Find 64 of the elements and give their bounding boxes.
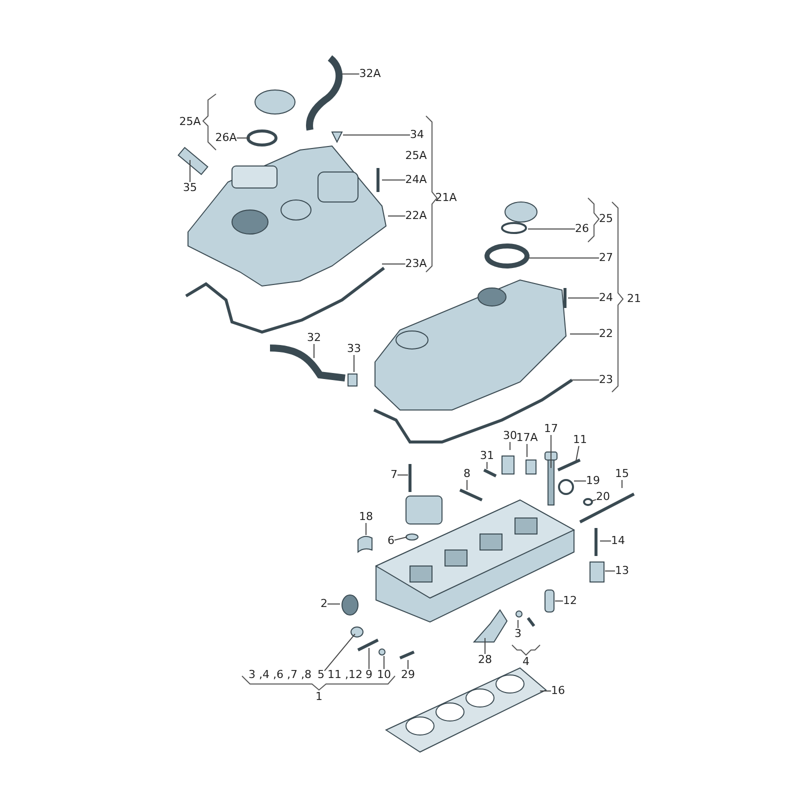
callout-number: 2 [320,598,328,610]
callout-number: 15 [615,468,629,480]
callout-number: 21 [627,293,641,305]
callout-number: 11 [573,434,587,446]
callout-number: 25A [405,150,427,162]
leader-line [324,634,356,672]
callout-number: 27 [599,252,613,264]
callout-number: 23 [599,374,613,386]
callout-number: 25A [179,116,201,128]
callout-number: 13 [615,565,629,577]
callout-number: 19 [586,475,600,487]
leader-line [466,480,468,490]
leader-line [540,690,552,692]
callout-number: 4 [522,656,530,668]
leader-line [592,499,596,502]
callout-number: 5 [318,669,324,681]
leader-line [394,536,408,541]
callout-number: 8 [464,468,470,480]
callout-number: 6 [388,535,394,547]
callout-number: 16 [551,685,565,697]
callout-number: 11 ,12 [328,669,362,681]
callout-number: 18 [359,511,373,523]
callout-number: 22 [599,328,613,340]
leader-line [528,228,576,230]
callout-number: 25 [599,213,613,225]
leader-line [526,444,528,458]
leader-line [484,638,486,654]
callout-number: 10 [377,669,391,681]
leader-line [604,570,616,572]
callout-number: 7 [390,469,398,481]
callout-number: 23A [405,258,427,270]
leader-line [600,540,612,542]
callout-number: 14 [611,535,625,547]
leader-line [342,134,410,136]
callout-number: 22A [405,210,427,222]
leader-line [397,474,408,476]
callout-number: 33 [347,343,361,355]
callout-number: 31 [480,450,494,462]
callout-number: 17 [544,423,558,435]
leader-line [554,600,564,602]
callout-number: 3 ,4 ,6 ,7 ,8 [248,669,312,681]
leader-line [486,462,488,470]
callout-number: 12 [563,595,577,607]
leader-line [550,434,552,468]
callout-number: 1 [316,691,322,703]
leader-line [368,648,370,670]
callout-number: 32 [307,332,321,344]
callout-number: 35 [183,182,197,194]
leader-line [576,446,580,462]
callout-number: 29 [401,669,415,681]
callout-number: 34 [410,129,424,141]
callout-number: 20 [596,491,610,503]
callout-number: 30 [503,430,517,442]
callout-number: 3 [514,628,522,640]
callout-number: 17A [516,432,538,444]
callout-number: 24A [405,174,427,186]
callout-number: 24 [599,292,613,304]
callout-number: 9 [366,669,372,681]
callout-number: 26 [575,223,589,235]
callout-number: 26A [215,132,237,144]
callout-number: 32A [359,68,381,80]
callout-number: 28 [478,654,492,666]
leader-line [574,480,586,482]
callout-number: 21A [435,192,457,204]
